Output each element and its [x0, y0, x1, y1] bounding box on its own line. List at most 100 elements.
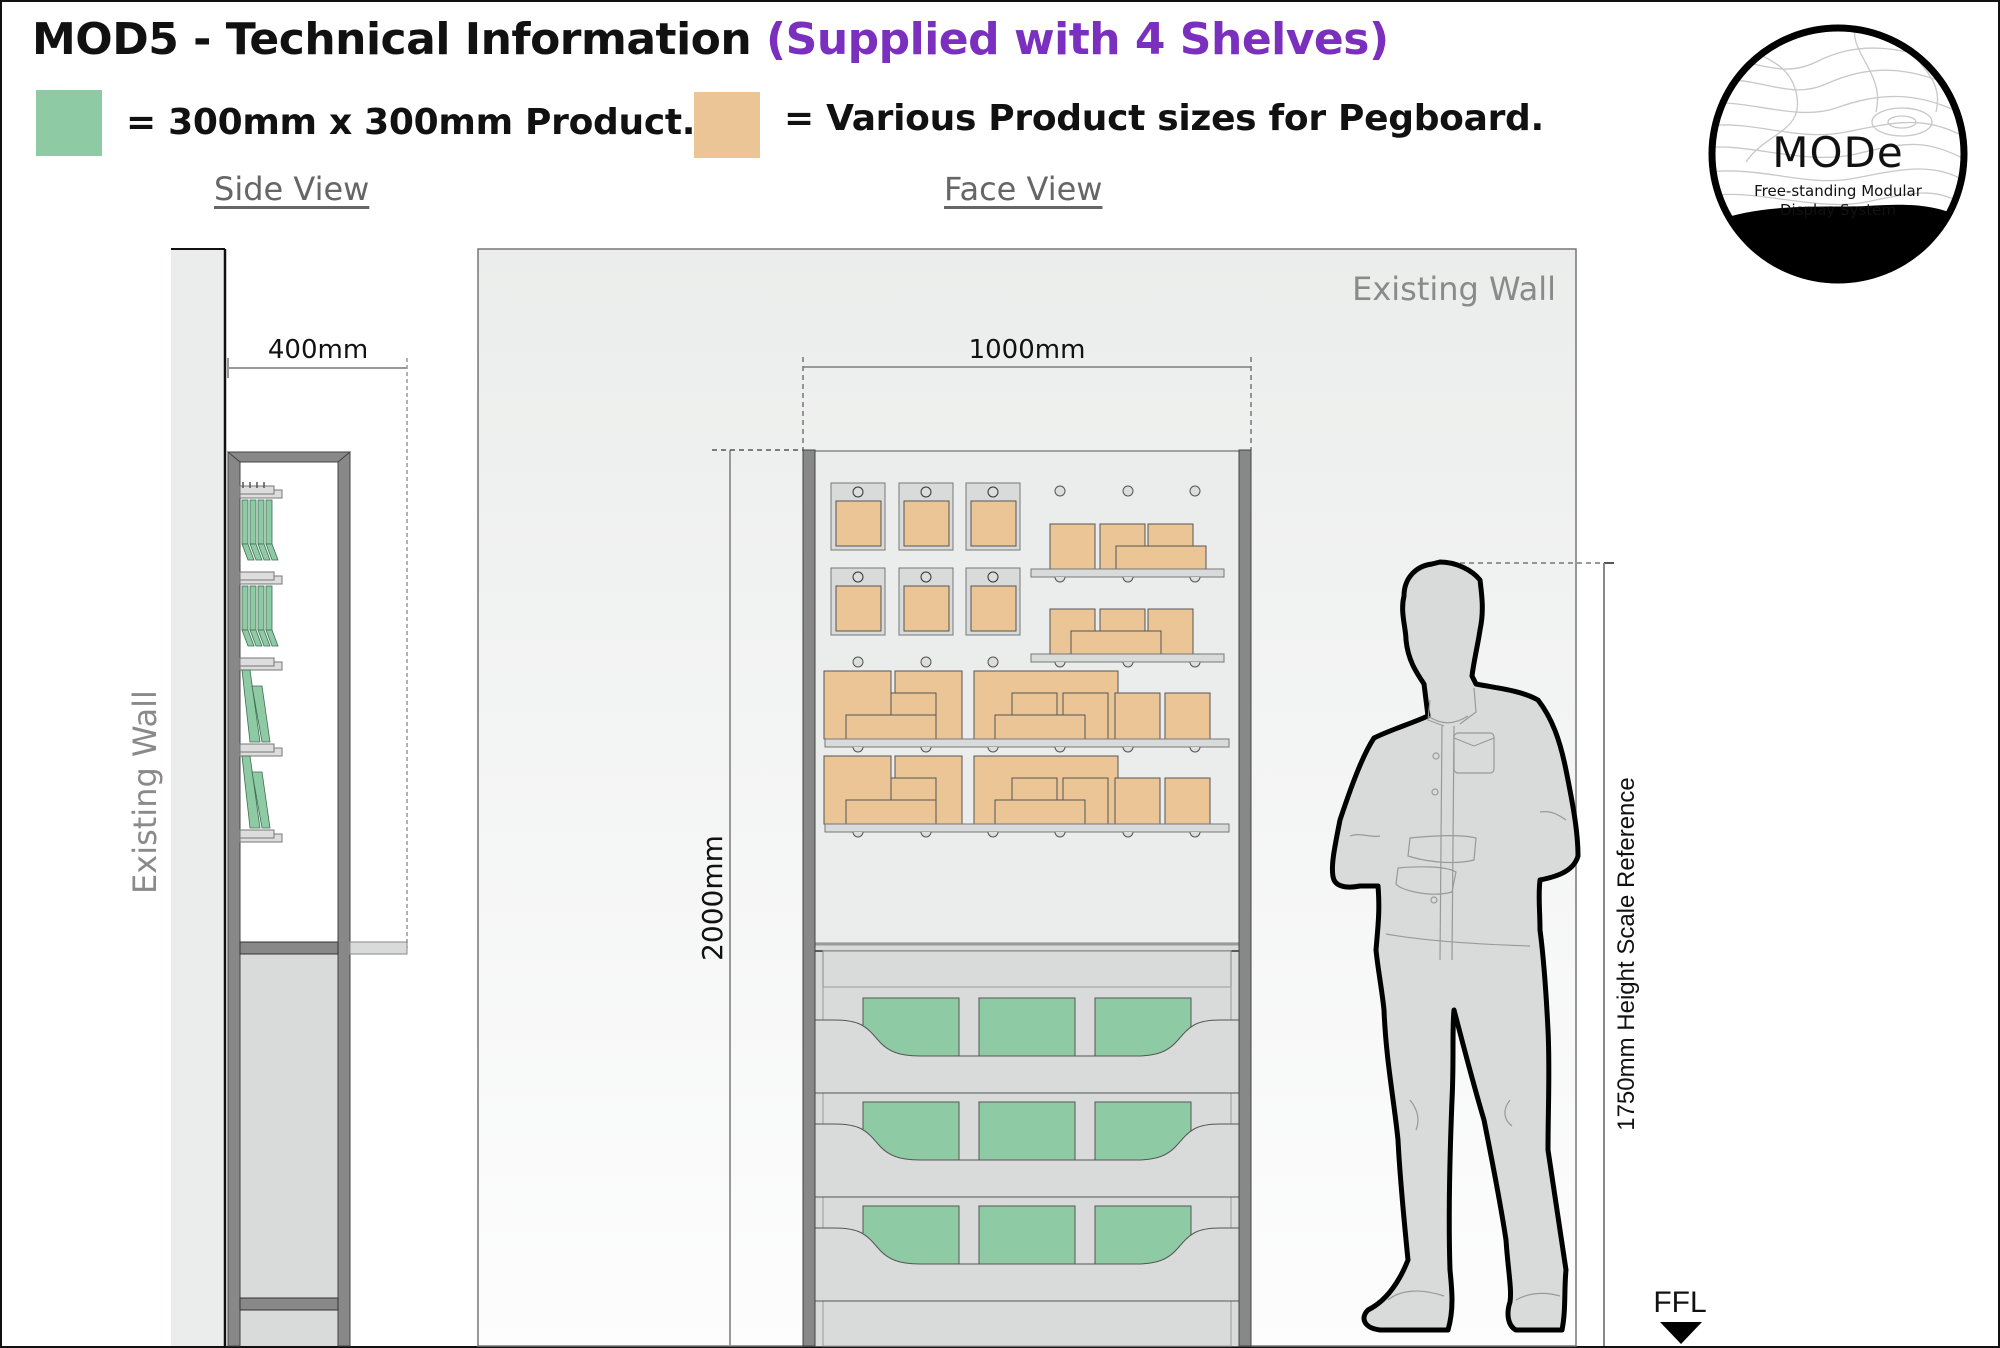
product-bins: [814, 997, 1240, 1302]
pegboard-product: [1114, 692, 1161, 740]
title-accent: (Supplied with 4 Shelves): [766, 14, 1389, 65]
peg-hole: [1122, 485, 1134, 497]
bin-front-panel: [814, 1019, 1240, 1094]
legend-label-300mm-product: = 300mm x 300mm Product.: [126, 102, 696, 143]
shelf-bracket: [1189, 576, 1201, 583]
side-frame-back-post: [337, 451, 351, 1347]
title-main: MOD5 - Technical Information: [32, 14, 752, 65]
shelf-bracket: [1189, 831, 1201, 838]
face-wall-label: Existing Wall: [1352, 270, 1556, 308]
side-product-300mm-tilted: [241, 543, 255, 561]
shelf-bracket: [987, 831, 999, 838]
shelf-bracket: [1122, 746, 1134, 753]
peg-hook-hole: [920, 571, 932, 583]
shelf-bracket: [920, 746, 932, 753]
side-base-panel: [240, 950, 338, 1346]
side-product-300mm-tilted: [257, 629, 271, 647]
bin-header-panel: [822, 950, 1232, 988]
shelf-bracket: [1122, 576, 1134, 583]
face-frame-left-post: [802, 449, 816, 1347]
side-product-300mm: [241, 585, 249, 631]
product-300mm: [978, 1101, 1076, 1161]
shelf-bracket: [987, 746, 999, 753]
logo-tagline-line1: Free-standing Modular: [1754, 182, 1922, 200]
logo-tagline-line2: Display System: [1780, 201, 1896, 219]
side-existing-wall: [171, 248, 225, 1346]
side-product-300mm: [249, 499, 257, 545]
side-product-300mm-tilted: [249, 543, 263, 561]
pegboard-product: [1164, 692, 1211, 740]
pegboard-product: [845, 714, 937, 740]
shelf-bracket: [1122, 661, 1134, 668]
peg-hole: [1189, 485, 1201, 497]
side-frame-crossbar: [239, 941, 339, 955]
peg-hole: [1054, 485, 1066, 497]
side-product-300mm-tilted: [251, 771, 271, 829]
shelf-bracket: [852, 831, 864, 838]
pegboard-product: [1164, 777, 1211, 825]
peg-hole: [920, 656, 932, 668]
width-dimension-label: 1000mm: [969, 335, 1086, 365]
side-shelf: [239, 657, 275, 667]
ffl-marker-icon: [1660, 1322, 1702, 1344]
pegboard-product: [994, 799, 1086, 825]
pegboard-product: [1115, 545, 1207, 570]
pegboard-product: [1070, 630, 1162, 655]
side-product-300mm-tilted: [265, 543, 279, 561]
side-wall-label: Existing Wall: [126, 690, 164, 894]
shelf-bracket: [920, 831, 932, 838]
pegboard-product: [994, 714, 1086, 740]
mode-logo: [1708, 24, 1968, 284]
peg-hole: [987, 656, 999, 668]
pegboard-shelf: [1030, 653, 1225, 663]
pegboard-product: [1049, 523, 1096, 570]
pegboard-product: [835, 500, 882, 547]
product-300mm: [978, 1205, 1076, 1265]
side-product-300mm-tilted: [265, 629, 279, 647]
pegboard-product: [970, 500, 1017, 547]
peg-hook-hole: [987, 571, 999, 583]
shelf-bracket: [1054, 576, 1066, 583]
side-product-300mm: [257, 499, 265, 545]
side-product-300mm-tilted: [251, 685, 271, 743]
side-shelf: [239, 829, 275, 839]
legend-label-pegboard-product: = Various Product sizes for Pegboard.: [784, 98, 1544, 139]
side-shelf: [239, 571, 275, 581]
pegboard-product: [903, 585, 950, 632]
pegboard-shelf: [1030, 568, 1225, 578]
person-detail-lines: [1349, 687, 1567, 1301]
pegboard-products: [823, 482, 1230, 838]
pegboard-product: [1114, 777, 1161, 825]
side-pegboard-shelves: [239, 482, 283, 843]
height-dimension-label: 2000mm: [696, 835, 729, 961]
side-frame-bottom-bar: [239, 1297, 339, 1311]
shelf-bracket: [1189, 746, 1201, 753]
shelf-bracket: [1122, 831, 1134, 838]
shelf-bracket: [1189, 661, 1201, 668]
product-300mm: [978, 997, 1076, 1057]
side-product-300mm: [241, 499, 249, 545]
person-silhouette-icon: [1329, 559, 1581, 1333]
side-view: Existing Wall 400mm: [126, 248, 408, 1347]
face-view-label: Face View: [944, 170, 1103, 208]
pegboard-shelf: [824, 738, 1230, 748]
pegboard-product: [835, 585, 882, 632]
side-product-300mm: [265, 585, 273, 631]
shelf-bracket: [1054, 746, 1066, 753]
side-product-300mm: [257, 585, 265, 631]
shelf-bracket: [1054, 661, 1066, 668]
side-base-shelf: [349, 941, 408, 955]
face-frame-right-post: [1238, 449, 1252, 1347]
peg-hook-hole: [852, 571, 864, 583]
pegboard-product: [970, 585, 1017, 632]
logo-tagline: Free-standing Modular Display System: [1706, 182, 1970, 220]
legend-swatch-pegboard-product: [694, 92, 760, 158]
depth-dimension-label: 400mm: [268, 335, 368, 365]
side-frame-front-post: [227, 451, 241, 1347]
logo-name: MODe: [1772, 128, 1904, 177]
peg-hook-hole: [920, 486, 932, 498]
ffl-label: FFL: [1653, 1286, 1706, 1319]
side-product-300mm-tilted: [257, 543, 271, 561]
